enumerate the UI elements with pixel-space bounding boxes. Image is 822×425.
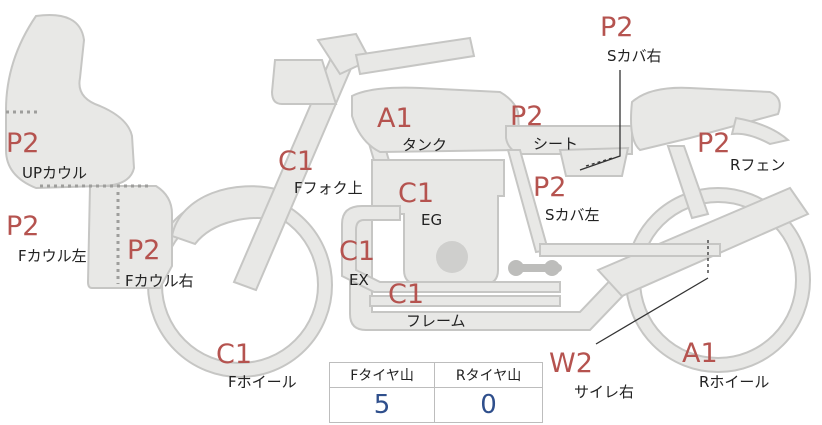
swingarm-shape	[539, 243, 721, 257]
grade-silencer-right: W2	[549, 348, 593, 379]
grade-s-cover-left: P2	[533, 172, 566, 203]
sprocket-shape	[544, 260, 560, 276]
label-f-cowl-left: Fカウル左	[18, 247, 87, 265]
rear-fender-shape	[730, 116, 791, 146]
front-tire-header: Fタイヤ山	[328, 362, 436, 388]
label-tank: タンク	[402, 136, 447, 154]
handlebar-shape	[354, 36, 476, 76]
exhaust-pipe-shape	[341, 205, 561, 293]
grade-r-wheel: A1	[682, 338, 718, 369]
label-engine: EG	[421, 211, 442, 229]
grade-engine: C1	[398, 178, 434, 209]
label-f-cowl-right: Fカウル右	[125, 272, 194, 290]
label-s-cover-right: Sカバ右	[607, 47, 662, 65]
leader-line	[595, 277, 709, 345]
grade-tank: A1	[377, 103, 413, 134]
tire-tread-table: Fタイヤ山 Rタイヤ山 5 0	[328, 362, 543, 423]
label-up-cowl: UPカウル	[22, 164, 87, 182]
tire-table-header-row: Fタイヤ山 Rタイヤ山	[328, 362, 543, 388]
grade-seat: P2	[510, 101, 543, 132]
label-r-fender: Rフェン	[730, 156, 785, 174]
side-cover-shape	[558, 146, 630, 177]
grade-frame: C1	[388, 279, 424, 310]
engine-cover-shape	[436, 241, 468, 273]
label-f-wheel: Fホイール	[228, 373, 297, 391]
grade-f-wheel: C1	[216, 339, 252, 370]
label-silencer-right: サイレ右	[574, 383, 634, 401]
label-seat: シート	[533, 135, 578, 153]
sprocket-shape	[508, 260, 524, 276]
leader-line	[585, 157, 613, 167]
grade-f-cowl-left: P2	[6, 211, 39, 242]
grade-f-fork-upper: C1	[278, 146, 314, 177]
tail-shape	[630, 86, 781, 152]
label-exhaust: EX	[349, 271, 369, 289]
label-f-fork-upper: Fフォク上	[294, 179, 363, 197]
grade-exhaust: C1	[339, 236, 375, 267]
grade-up-cowl: P2	[6, 128, 39, 159]
front-tire-value: 5	[328, 387, 436, 423]
lower-cowl-shape	[86, 185, 173, 289]
headlight-shape	[270, 59, 338, 105]
leader-line	[579, 70, 621, 171]
grade-r-fender: P2	[697, 128, 730, 159]
frame-shape-inner	[369, 295, 561, 307]
tire-table-value-row: 5 0	[328, 387, 543, 423]
silencer-shape	[596, 186, 810, 298]
tank-shape	[351, 86, 522, 154]
label-frame: フレーム	[406, 312, 466, 330]
label-s-cover-left: Sカバ左	[545, 206, 600, 224]
label-r-wheel: Rホイール	[699, 373, 769, 391]
rear-tire-value: 0	[434, 387, 543, 423]
upper-cowl-shape	[5, 14, 136, 190]
grade-f-cowl-right: P2	[127, 235, 160, 266]
grade-s-cover-right: P2	[600, 12, 633, 43]
rear-tire-header: Rタイヤ山	[434, 362, 543, 388]
